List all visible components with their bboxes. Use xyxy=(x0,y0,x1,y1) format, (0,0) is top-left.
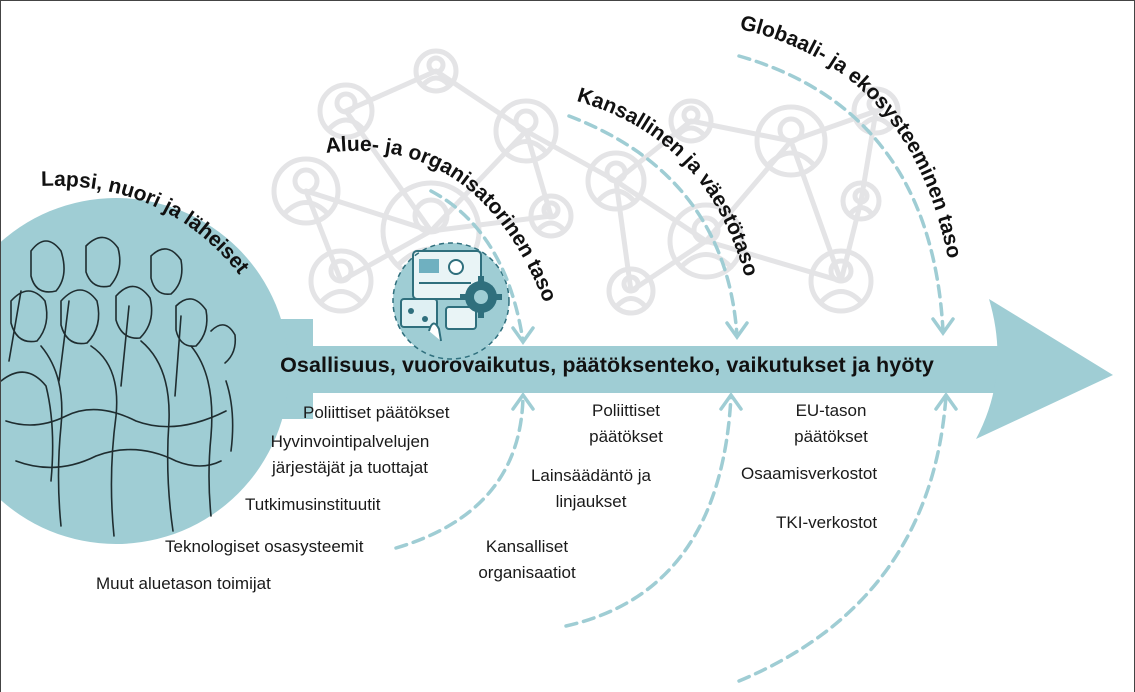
global-item: EU-tason päätökset xyxy=(794,401,868,446)
person-node xyxy=(606,266,656,316)
person-node xyxy=(851,86,901,136)
arrow-heads xyxy=(511,317,958,411)
regional-item: Hyvinvointipalvelujen järjestäjät ja tuo… xyxy=(270,432,430,477)
person-node xyxy=(668,98,714,144)
person-node xyxy=(754,104,828,178)
spine-label: Osallisuus, vuorovaikutus, päätöksenteko… xyxy=(280,353,934,377)
digital-dashboard-icon xyxy=(392,242,510,360)
person-node xyxy=(413,48,459,94)
person-node xyxy=(271,156,341,226)
gear-icon xyxy=(460,276,502,318)
person-node xyxy=(493,98,559,164)
national-item: Kansalliset organisaatiot xyxy=(478,537,576,582)
regional-item: Teknologiset osasysteemit xyxy=(165,537,364,556)
person-node xyxy=(528,193,574,239)
global-item: Osaamisverkostot xyxy=(741,464,878,483)
person-node xyxy=(585,150,647,212)
person-node xyxy=(667,202,745,280)
person-node xyxy=(808,248,874,314)
national-item: Poliittiset päätökset xyxy=(589,401,663,446)
person-node xyxy=(317,82,375,140)
connector-arrows xyxy=(394,54,948,683)
person-node xyxy=(308,248,374,314)
person-node xyxy=(840,180,882,222)
regional-item: Poliittiset päätökset xyxy=(303,403,450,422)
regional-item: Tutkimusinstituutit xyxy=(245,495,381,514)
national-item: Lainsäädäntö ja linjaukset xyxy=(530,466,652,511)
people-group-icon xyxy=(1,236,237,537)
fishbone-spine xyxy=(251,299,1113,439)
child-circle xyxy=(1,198,289,544)
global-item: TKI-verkostot xyxy=(776,513,878,532)
regional-item: Muut aluetason toimijat xyxy=(96,574,271,593)
